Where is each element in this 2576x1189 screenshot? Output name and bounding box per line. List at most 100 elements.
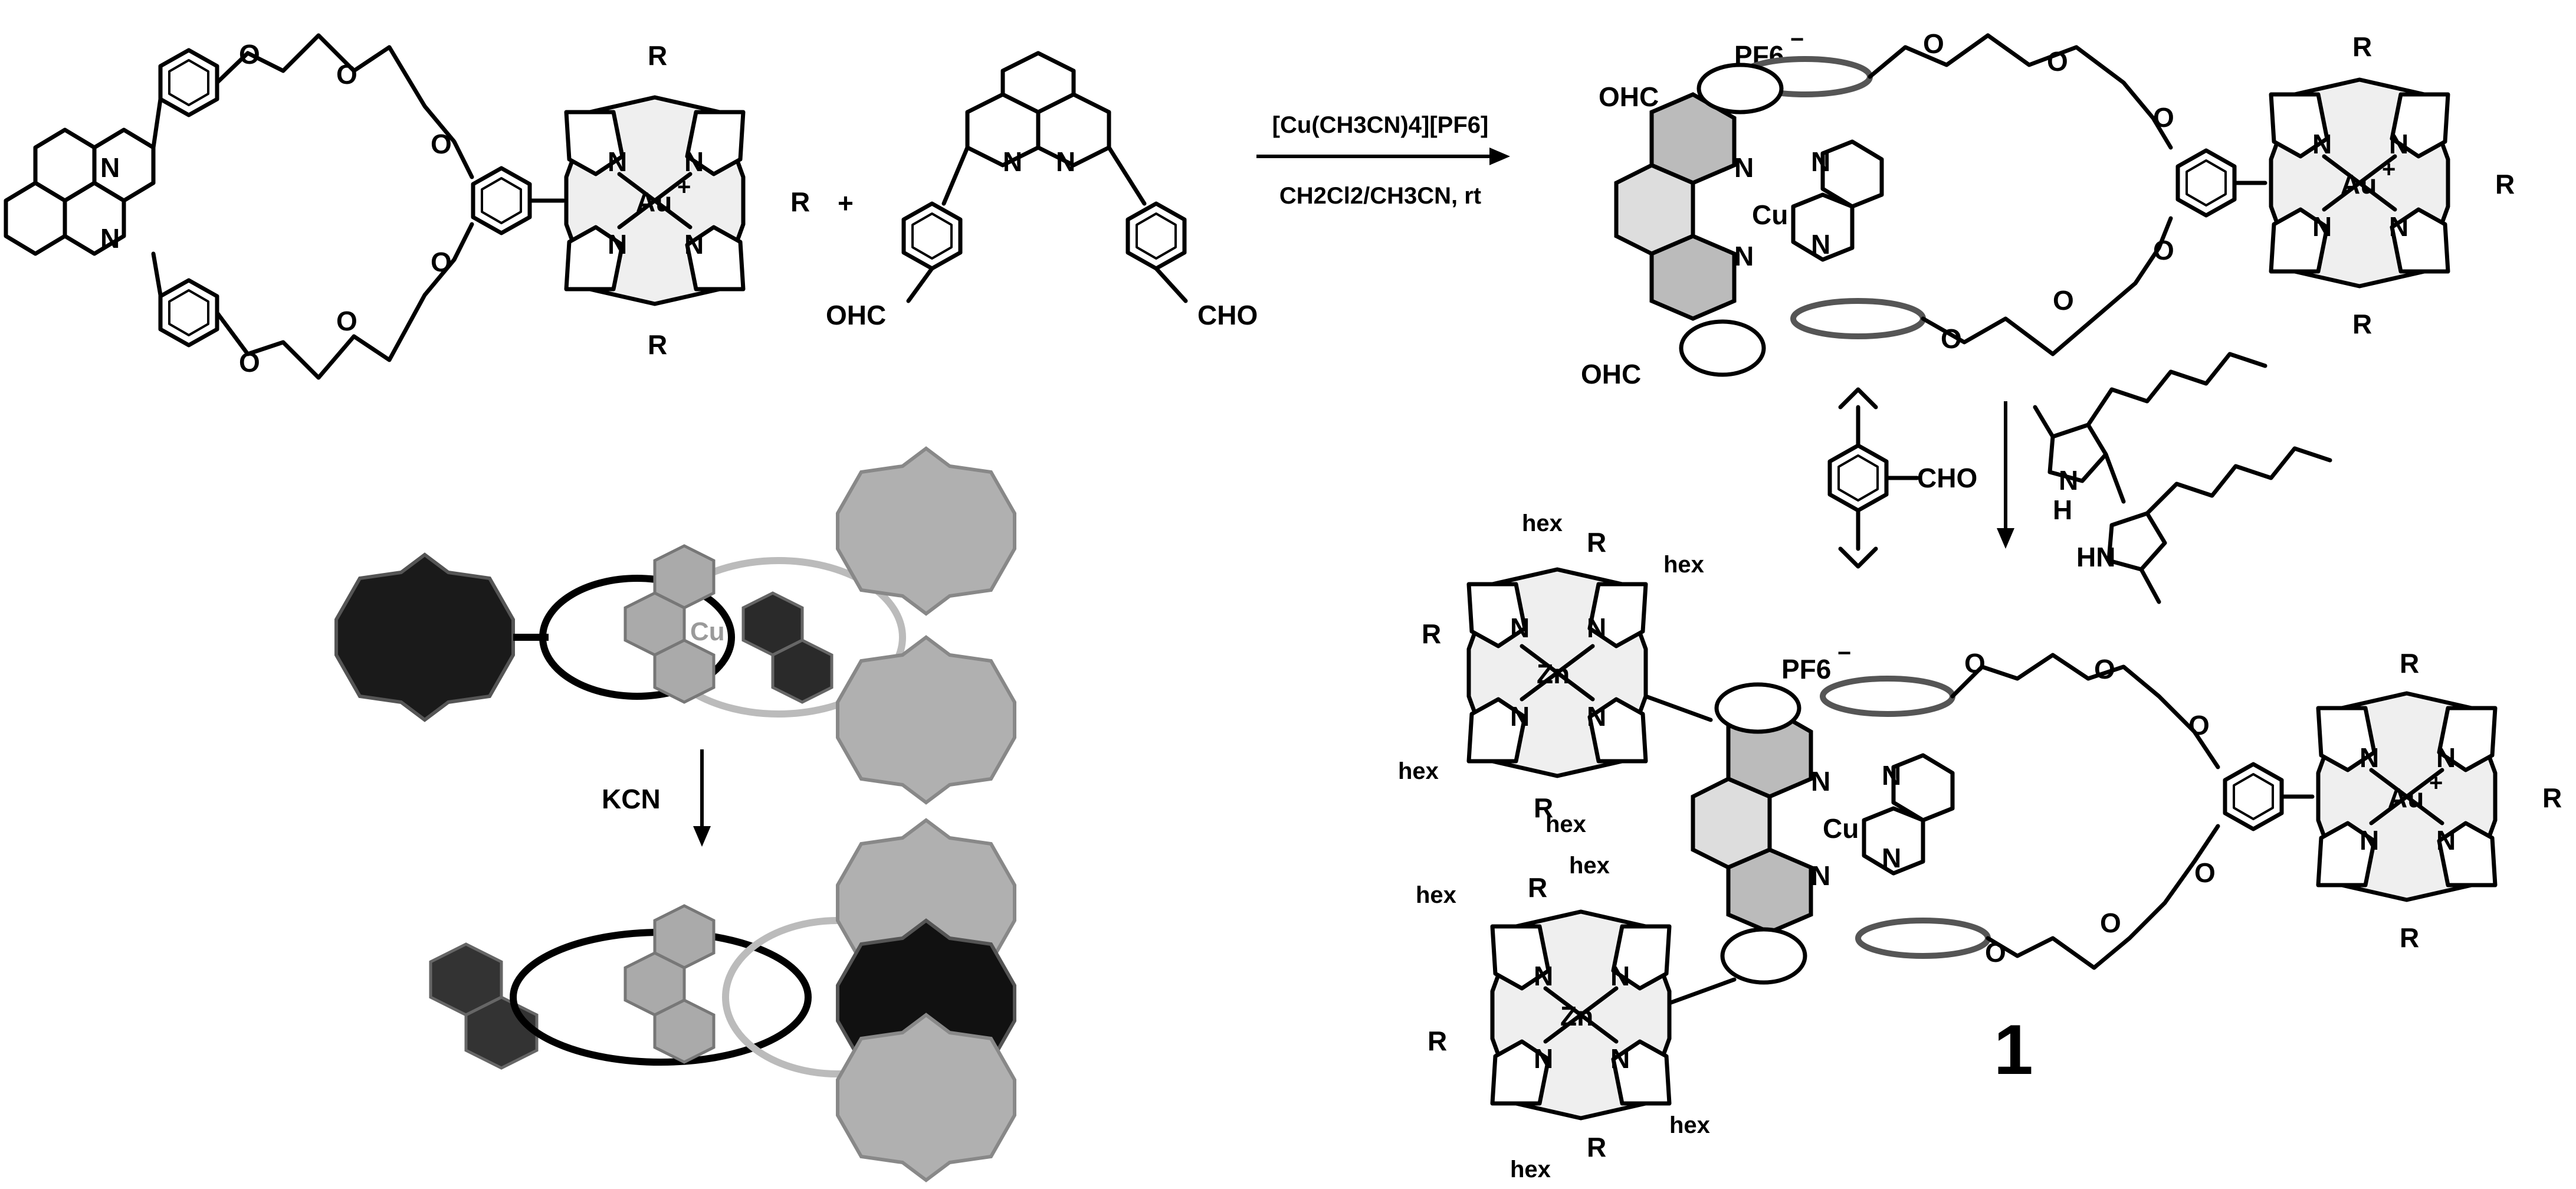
aldehyde-group: OHC xyxy=(826,300,886,330)
substituent-r: R xyxy=(1422,618,1441,649)
atom-o: O xyxy=(2047,46,2068,77)
copper-center: Cu xyxy=(1752,199,1788,230)
atom-n: N xyxy=(2360,742,2379,773)
atom-o: O xyxy=(1923,28,1944,59)
phenanthroline-light xyxy=(624,544,716,704)
macrocycle-reactant: N N O O O O O O N N N N Au + R R R xyxy=(4,33,810,380)
substituent-r: R xyxy=(1587,527,1606,558)
substituent-r: R xyxy=(2400,648,2419,679)
atom-n: N xyxy=(1882,760,1901,791)
charge-minus: − xyxy=(1790,27,1804,53)
aryl-ring xyxy=(2178,150,2234,215)
substituent-r: R xyxy=(2542,782,2562,813)
atom-o: O xyxy=(431,247,452,277)
atom-n: N xyxy=(1811,146,1830,177)
atom-n: N xyxy=(1534,961,1553,991)
atom-n: N xyxy=(100,223,120,254)
atom-h: H xyxy=(2053,494,2072,525)
substituent-r: R xyxy=(1528,872,1547,903)
substituent-hex: hex xyxy=(1522,510,1563,536)
aryl-ring xyxy=(1128,204,1184,268)
cartoon-cu-label: Cu xyxy=(690,617,725,646)
gold-center: Au xyxy=(2388,782,2424,813)
atom-n: N xyxy=(1534,1043,1553,1074)
atom-n: N xyxy=(1811,860,1830,891)
step2-reagents: CHO N H HN xyxy=(1830,352,2332,604)
atom-n: N xyxy=(608,146,627,177)
substituent-r: R xyxy=(2400,922,2419,953)
phenanthroline-light xyxy=(624,904,716,1064)
substituent-r: R xyxy=(2352,309,2372,339)
atom-n: N xyxy=(1610,1043,1630,1074)
copper-center: Cu xyxy=(1823,813,1859,844)
macrocycle-ring-dark xyxy=(539,575,735,700)
atom-n: N xyxy=(2360,825,2379,856)
substituent-hex: hex xyxy=(1663,552,1704,578)
atom-n: N xyxy=(1587,701,1606,732)
atom-o: O xyxy=(1941,323,1962,354)
compound-number: 1 xyxy=(1994,1010,2033,1089)
zinc-center: Zn xyxy=(1537,659,1570,689)
plus-sign: + xyxy=(838,188,854,218)
aryl-ring xyxy=(904,204,960,268)
au-porphyrin-plate xyxy=(838,448,1015,614)
atom-n: N xyxy=(2389,129,2408,159)
atom-o: O xyxy=(2153,102,2174,133)
atom-n: N xyxy=(2436,742,2456,773)
atom-o: O xyxy=(1985,937,2006,968)
aryl-ring xyxy=(2225,764,2282,829)
atom-o: O xyxy=(2100,908,2121,938)
aryl-ring xyxy=(160,280,217,345)
atom-n: N xyxy=(2436,825,2456,856)
atom-o: O xyxy=(2153,235,2174,266)
atom-n: N xyxy=(1056,146,1075,177)
atom-o: O xyxy=(2194,857,2216,888)
phenanthroline-dark xyxy=(741,591,833,704)
atom-o: O xyxy=(336,306,357,336)
au-porphyrin-plate xyxy=(838,637,1015,803)
dialdehyde-phenanthroline: N N OHC CHO xyxy=(826,51,1258,330)
phenanthroline-dark xyxy=(429,942,539,1070)
atom-n: N xyxy=(684,146,704,177)
substituent-hex: hex xyxy=(1545,811,1586,837)
atom-o: O xyxy=(239,347,260,378)
conditions-label: CH2Cl2/CH3CN, rt xyxy=(1279,183,1481,209)
aryl-ring xyxy=(473,168,530,233)
au-porphyrin-plate xyxy=(838,1015,1015,1180)
substituent-r: R xyxy=(2495,169,2515,199)
aldehyde-group: OHC xyxy=(1581,359,1641,389)
atom-n: N xyxy=(1882,843,1901,873)
atom-n: N xyxy=(684,229,704,260)
gold-center: Au xyxy=(636,186,672,217)
zinc-center: Zn xyxy=(1560,1001,1593,1031)
substituent-r: R xyxy=(2352,31,2372,62)
atom-o: O xyxy=(2094,654,2115,684)
counterion-pf6: PF6 xyxy=(1781,654,1831,684)
atom-o: O xyxy=(239,39,260,70)
substituent-r: R xyxy=(1534,792,1553,823)
substituent-r: R xyxy=(648,40,667,71)
substituent-r: R xyxy=(1428,1026,1447,1056)
atom-n: N xyxy=(100,152,120,183)
product-catenane: N N N N Zn hex hex hex hex R R R N N N N… xyxy=(1398,510,2562,1183)
atom-o: O xyxy=(2188,710,2210,741)
aldehyde-group: CHO xyxy=(1917,463,1977,493)
reaction-arrow-1: [Cu(CH3CN)4][PF6] CH2Cl2/CH3CN, rt xyxy=(1256,112,1510,209)
substituent-hex: hex xyxy=(1569,853,1610,879)
charge-plus: + xyxy=(2429,770,2443,796)
charge-minus: − xyxy=(1837,640,1851,666)
atom-n: N xyxy=(2312,129,2332,159)
atom-n: N xyxy=(1510,612,1530,643)
atom-o: O xyxy=(431,129,452,159)
atom-n: N xyxy=(1003,146,1022,177)
atom-n: N xyxy=(1811,766,1830,797)
atom-n: N xyxy=(2312,211,2332,242)
substituent-r: R xyxy=(790,186,810,217)
atom-n: N xyxy=(1734,152,1754,183)
atom-n: N xyxy=(2059,465,2078,496)
aldehyde-group: OHC xyxy=(1599,81,1659,112)
atom-o: O xyxy=(2053,285,2074,316)
atom-n: N xyxy=(1734,241,1754,271)
pyrrole-nh: HN xyxy=(2076,542,2115,572)
